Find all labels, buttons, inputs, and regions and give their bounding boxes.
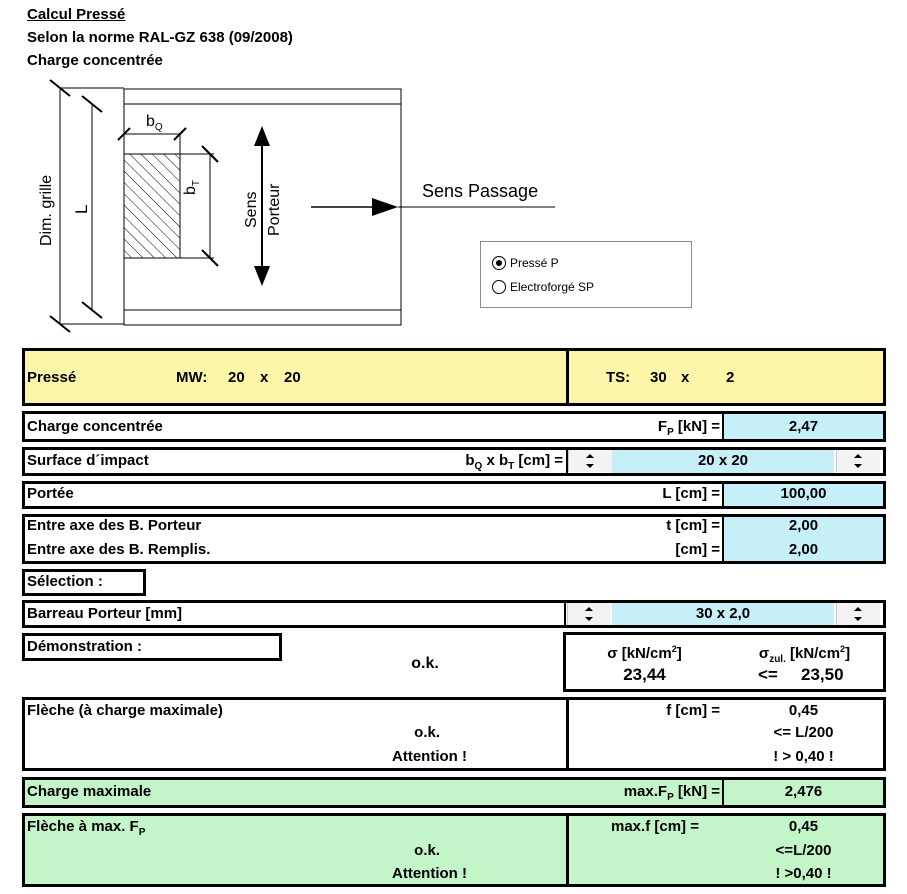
spacing-rempl-value[interactable]: 2,00 (788, 541, 819, 558)
spec-mw-x: x (260, 369, 269, 386)
bt-label: bT (182, 179, 203, 195)
deflection-value: 0,45 (788, 702, 819, 719)
selection-label: Sélection : (27, 573, 103, 590)
max-charge-value: 2,476 (784, 783, 823, 800)
spacing-rempl-label: Entre axe des B. Remplis. (27, 541, 211, 558)
span-label: Portée (27, 485, 74, 502)
spec-mw-label: MW: (176, 369, 208, 386)
deflection-limit: <= L/200 (773, 724, 834, 741)
spec-mw-a: 20 (228, 369, 245, 386)
max-charge-unit: max.FP [kN] = (623, 783, 720, 803)
bar-value[interactable]: 30 x 2,0 (695, 605, 751, 622)
sens-label: Sens (243, 191, 260, 228)
demo-stress-box (563, 632, 886, 692)
impact-label: Surface d´impact (27, 452, 149, 469)
grating-diagram (49, 79, 555, 333)
deflection-status-ok: o.k. (414, 724, 440, 741)
radio-presse[interactable] (492, 256, 506, 270)
sigma-value: 23,44 (623, 665, 666, 684)
spec-ts-b: 2 (726, 369, 735, 386)
spec-ts-label: TS: (606, 369, 631, 386)
charge-label: Charge concentrée (27, 418, 163, 435)
charge-unit: FP [kN] = (657, 418, 720, 438)
sigma-compare: <= (758, 665, 778, 684)
impact-spinner-left[interactable] (568, 450, 612, 472)
max-deflection-limit-warn: ! >0,40 ! (775, 865, 832, 882)
impact-area-hatched (123, 153, 181, 259)
bq-label: bQ (146, 113, 163, 134)
demo-label-box (22, 633, 282, 661)
impact-unit: bQ x bT [cm] = (465, 452, 563, 472)
spec-mw-b: 20 (284, 369, 301, 386)
page-title: Calcul Pressé (27, 6, 126, 23)
deflection-limit-warn: ! > 0,40 ! (773, 748, 834, 765)
sigma-zul-value: 23,50 (801, 665, 844, 684)
max-deflection-limit: <=L/200 (775, 842, 832, 859)
demo-status: o.k. (411, 655, 439, 672)
spacing-rempl-unit: [cm] = (675, 541, 720, 558)
max-charge-row (22, 777, 886, 808)
load-type-title: Charge concentrée (27, 52, 163, 69)
porteur-label: Porteur (266, 183, 283, 236)
sigma-header: σ [kN/cm2] (607, 644, 682, 662)
max-deflection-status-warn: Attention ! (392, 865, 467, 882)
radio-electroforge-label[interactable]: Electroforgé SP (510, 280, 595, 294)
max-deflection-status-ok: o.k. (414, 842, 440, 859)
span-row (22, 481, 886, 509)
bar-spinner-right[interactable] (836, 603, 880, 625)
sigma-zul-header: σzul. [kN/cm2] (758, 644, 851, 665)
charge-value[interactable]: 2,47 (788, 418, 819, 435)
span-unit: L [cm] = (662, 485, 720, 502)
demo-label: Démonstration : (27, 638, 143, 655)
max-charge-label: Charge maximale (27, 783, 152, 800)
deflection-unit: f [cm] = (666, 702, 720, 719)
impact-spinner-right[interactable] (836, 450, 880, 472)
spacing-porteur-label: Entre axe des B. Porteur (27, 517, 202, 534)
radio-presse-label[interactable]: Pressé P (510, 256, 559, 270)
radio-electroforge[interactable] (492, 280, 506, 294)
bar-label: Barreau Porteur [mm] (27, 605, 183, 622)
selection-label-box (22, 569, 146, 596)
charge-row (22, 411, 886, 442)
deflection-status-warn: Attention ! (392, 748, 467, 765)
norm-reference: Selon la norme RAL-GZ 638 (09/2008) (27, 29, 293, 46)
product-type-options: Pressé P Electroforgé SP (480, 241, 692, 308)
bar-spinner-left[interactable] (567, 603, 611, 625)
spec-ts-a: 30 (650, 369, 667, 386)
max-deflection-row (22, 813, 886, 887)
spec-type: Pressé (27, 369, 77, 386)
max-deflection-label: Flèche à max. FP (27, 818, 146, 838)
deflection-row (22, 697, 886, 771)
bar-row (22, 600, 886, 628)
span-value[interactable]: 100,00 (780, 485, 827, 502)
spacing-porteur-value[interactable]: 2,00 (788, 517, 819, 534)
deflection-label: Flèche (à charge maximale) (27, 702, 223, 719)
sens-passage-label: Sens Passage (422, 181, 539, 201)
spacing-row (22, 514, 886, 564)
dim-grille-label: Dim. grille (38, 174, 55, 246)
impact-value[interactable]: 20 x 20 (697, 452, 749, 469)
max-deflection-value: 0,45 (788, 818, 819, 835)
max-deflection-unit: max.f [cm] = (611, 818, 699, 835)
spec-ts-x: x (681, 369, 690, 386)
l-label: L (72, 204, 91, 214)
impact-row (22, 447, 886, 476)
spacing-porteur-unit: t [cm] = (666, 517, 720, 534)
spec-row (22, 348, 886, 406)
